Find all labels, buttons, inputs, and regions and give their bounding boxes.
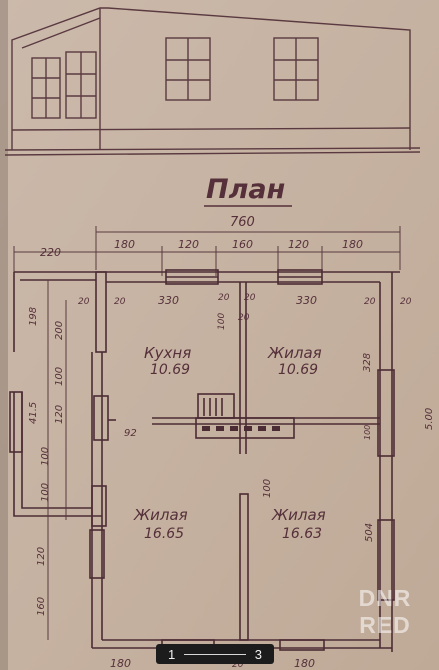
dim-small-4: 100	[262, 479, 273, 498]
dim-small-3: 92	[124, 428, 137, 439]
plan-title: План	[206, 174, 285, 205]
dim-inner-3: 330	[158, 294, 179, 307]
room-name-living-1: Жилая	[267, 344, 322, 362]
dim-overall-width: 760	[230, 215, 255, 230]
dim-left-6: 100	[40, 447, 51, 466]
dim-left-1: 198	[28, 307, 39, 326]
room-name-kitchen: Кухня	[144, 344, 191, 362]
room-area-living-2: 16.65	[144, 526, 184, 542]
watermark-line-2: RED	[359, 612, 411, 638]
dim-left-4: 41.5	[28, 402, 39, 424]
watermark-line-1: DNR	[358, 585, 412, 611]
dim-left-5: 120	[54, 405, 65, 424]
dim-inner-4: 20	[218, 293, 230, 303]
floor-plan-walls	[9, 269, 400, 652]
pager-divider	[184, 653, 246, 655]
dim-inner-7: 20	[364, 297, 376, 307]
dim-top-3: 120	[178, 238, 199, 251]
dim-top-6: 180	[342, 238, 363, 251]
photo-edge	[0, 0, 8, 670]
current-page: 1	[168, 646, 176, 662]
house-elevation	[4, 7, 421, 156]
room-name-living-3: Жилая	[271, 506, 326, 524]
room-area-living-3: 16.63	[282, 526, 322, 542]
gallery-pagination[interactable]: 1 3	[156, 644, 274, 664]
dim-left-7: 100	[40, 483, 51, 502]
dim-inner-8: 20	[400, 297, 412, 307]
dim-top-1: 220	[40, 246, 61, 259]
dim-left-3: 100	[54, 367, 65, 386]
dim-left-8: 120	[36, 547, 47, 566]
dim-right-3: 504	[364, 523, 375, 542]
room-area-kitchen: 10.69	[150, 362, 190, 378]
dim-left-9: 160	[36, 597, 47, 616]
dim-right-2: 100	[363, 425, 372, 440]
dim-top-5: 120	[288, 238, 309, 251]
room-area-living-1: 10.69	[278, 362, 318, 378]
dim-inner-5: 20	[244, 293, 256, 303]
dim-right-1: 328	[362, 353, 373, 372]
dim-inner-1: 20	[78, 297, 90, 307]
top-dimension-line	[13, 246, 400, 276]
dim-small-2: 20	[238, 313, 250, 323]
dim-top-2: 180	[114, 238, 135, 251]
left-dimension-line	[47, 280, 67, 640]
stove-detail	[202, 426, 280, 431]
dim-inner-6: 330	[296, 294, 317, 307]
dim-bottom-1: 180	[110, 657, 131, 670]
site-watermark: DNR RED	[345, 585, 425, 645]
dim-small-1: 100	[217, 313, 227, 330]
room-name-living-2: Жилая	[133, 506, 188, 524]
dim-left-2: 200	[54, 321, 65, 340]
dim-bottom-3: 180	[294, 657, 315, 670]
overall-dimension-line	[95, 226, 401, 270]
total-pages: 3	[254, 646, 262, 662]
dim-top-4: 160	[232, 238, 253, 251]
dim-inner-2: 20	[114, 297, 126, 307]
dim-bottom-2: 20	[232, 660, 244, 670]
dim-right-4: 5.00	[424, 408, 435, 430]
